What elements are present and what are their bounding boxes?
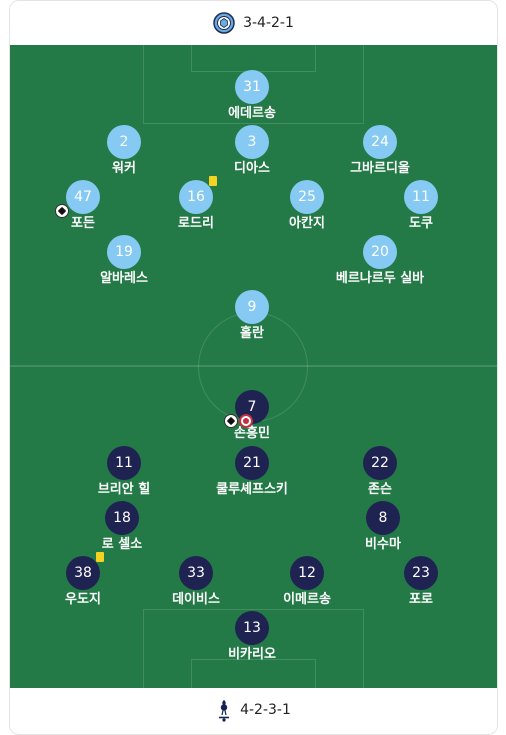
player-number: 47 — [55, 180, 100, 218]
player-name: 에데르송 — [228, 106, 276, 121]
player-name: 그바르디올 — [350, 161, 410, 176]
goal-ball-icon — [224, 414, 238, 428]
player-number: 24 — [363, 125, 397, 159]
player-name: 비카리오 — [228, 647, 276, 662]
player-number: 19 — [107, 235, 141, 269]
player-name: 데이비스 — [172, 592, 220, 607]
away-player[interactable]: 8 비수마 — [328, 501, 438, 553]
home-player[interactable]: 2 워커 — [69, 125, 179, 177]
player-name: 워커 — [112, 161, 136, 176]
player-number: 22 — [363, 446, 397, 480]
player-name: 포로 — [409, 592, 433, 607]
away-player[interactable]: 11 브리안 힐 — [69, 446, 179, 498]
player-name: 아칸지 — [289, 216, 325, 231]
player-number: 7 — [224, 390, 269, 428]
player-name: 디아스 — [234, 161, 270, 176]
player-name: 쿨루셰프스키 — [216, 482, 288, 497]
home-player[interactable]: 11 도쿠 — [366, 180, 476, 232]
player-number: 11 — [404, 180, 438, 214]
player-name: 포든 — [71, 216, 95, 231]
yellow-card-icon — [96, 552, 104, 562]
away-player[interactable]: 22 존슨 — [325, 446, 435, 498]
away-player[interactable]: 33 데이비스 — [141, 556, 251, 608]
player-number: 11 — [107, 446, 141, 480]
player-name: 이메르송 — [283, 592, 331, 607]
away-player[interactable]: 21 쿨루셰프스키 — [197, 446, 307, 498]
player-name: 존슨 — [368, 482, 392, 497]
away-player[interactable]: 13 비카리오 — [197, 611, 307, 663]
manchester-city-crest-icon — [213, 12, 235, 34]
player-name: 베르나르두 실바 — [335, 271, 425, 286]
player-number: 33 — [179, 556, 213, 590]
player-number: 23 — [404, 556, 438, 590]
away-player[interactable]: 18 로 셀소 — [67, 501, 177, 553]
away-player[interactable]: 7 손흥민 — [197, 390, 307, 442]
top-penalty-area — [143, 45, 364, 124]
player-number: 9 — [235, 290, 269, 324]
player-number: 12 — [290, 556, 324, 590]
player-name: 홀란 — [240, 326, 264, 341]
home-player[interactable]: 16 로드리 — [141, 176, 251, 232]
player-number: 38 — [66, 552, 104, 590]
player-number: 21 — [235, 446, 269, 480]
home-player[interactable]: 20 베르나르두 실바 — [325, 235, 435, 287]
player-number: 2 — [107, 125, 141, 159]
substitution-icon — [239, 414, 253, 428]
player-name: 알바레스 — [100, 271, 148, 286]
home-player[interactable]: 19 알바레스 — [69, 235, 179, 287]
away-player[interactable]: 12 이메르송 — [252, 556, 362, 608]
home-player[interactable]: 3 디아스 — [197, 125, 307, 177]
home-team-header: 3-4-2-1 — [10, 1, 497, 45]
player-name: 우도지 — [65, 592, 101, 607]
yellow-card-icon — [209, 176, 217, 186]
goal-ball-icon — [55, 204, 69, 218]
bottom-goal-area — [191, 659, 316, 688]
home-player[interactable]: 9 홀란 — [197, 290, 307, 342]
away-team-header: 4-2-3-1 — [10, 688, 497, 732]
away-formation: 4-2-3-1 — [240, 702, 291, 718]
away-player[interactable]: 38 우도지 — [28, 552, 138, 608]
bottom-penalty-area — [143, 609, 364, 688]
player-number: 8 — [366, 501, 400, 535]
player-name: 비수마 — [365, 537, 401, 552]
home-player[interactable]: 47 포든 — [28, 180, 138, 232]
player-name: 도쿠 — [409, 216, 433, 231]
home-player[interactable]: 25 아칸지 — [252, 180, 362, 232]
home-player[interactable]: 24 그바르디올 — [325, 125, 435, 177]
player-number: 25 — [290, 180, 324, 214]
player-name: 로드리 — [178, 216, 214, 231]
player-number: 3 — [235, 125, 269, 159]
tottenham-crest-icon — [219, 700, 230, 722]
top-goal-area — [191, 45, 316, 72]
pitch: 31 에데르송 2 워커 3 디아스 24 그바르디올 47 포든 16 로드리 — [10, 45, 497, 688]
player-name: 손흥민 — [234, 426, 270, 441]
player-number: 20 — [363, 235, 397, 269]
player-name: 브리안 힐 — [97, 482, 151, 497]
lineup-card: 3-4-2-1 31 에데르송 2 워커 3 디아스 24 그바르디올 47 — [9, 0, 498, 735]
player-name: 로 셀소 — [101, 537, 143, 552]
away-player[interactable]: 23 포로 — [366, 556, 476, 608]
home-player[interactable]: 31 에데르송 — [197, 70, 307, 122]
player-number: 31 — [235, 70, 269, 104]
home-formation: 3-4-2-1 — [243, 15, 294, 31]
player-number: 16 — [179, 176, 217, 214]
player-number: 13 — [235, 611, 269, 645]
player-number: 18 — [105, 501, 139, 535]
